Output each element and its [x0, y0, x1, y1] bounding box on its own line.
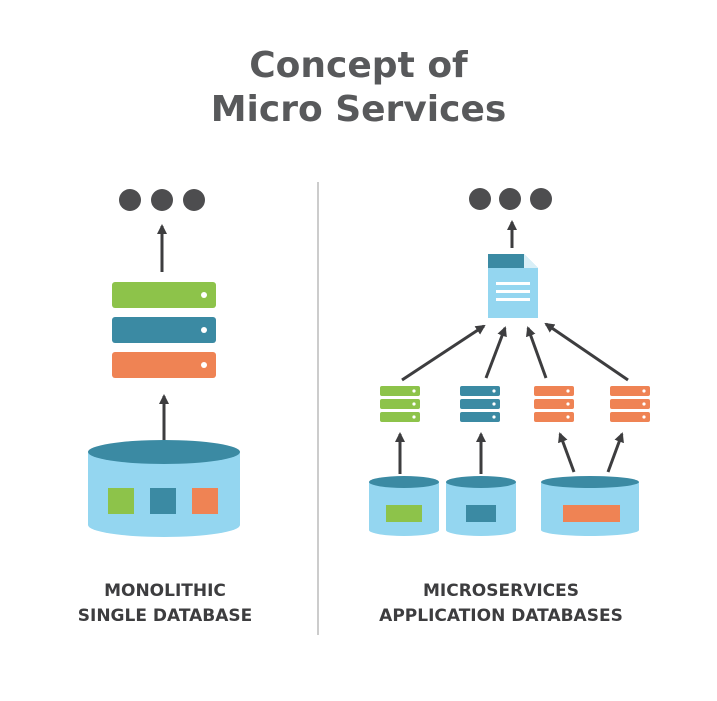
monolithic-caption-line-1: MONOLITHIC	[104, 581, 226, 601]
service-1-green-server-icon	[380, 386, 420, 422]
monolithic-client-dots-icon	[119, 189, 205, 211]
service-1-to-document-arrow-icon	[401, 324, 486, 382]
db-3-to-service-3-arrow-icon	[558, 432, 576, 473]
page-title-line-2: Micro Services	[210, 89, 507, 130]
database-3-icon	[541, 476, 639, 536]
api-document-icon	[488, 254, 538, 318]
monolithic-database-icon	[88, 440, 240, 537]
microservices-caption-line-1: MICROSERVICES	[422, 581, 580, 601]
monolithic-caption-line-2: SINGLE DATABASE	[77, 606, 253, 626]
database-2-icon	[446, 476, 516, 536]
database-1-icon	[369, 476, 439, 536]
microservices-caption-line-2: APPLICATION DATABASES	[379, 606, 623, 626]
service-2-to-document-arrow-icon	[484, 326, 507, 379]
microservices-client-dots-icon	[469, 188, 552, 210]
microservices-caption: MICROSERVICES APPLICATION DATABASES	[351, 579, 651, 629]
db-3-to-service-4-arrow-icon	[606, 432, 624, 473]
monolithic-server-stack-icon	[112, 282, 216, 378]
service-3-orange-server-icon	[534, 386, 574, 422]
service-3-to-document-arrow-icon	[526, 326, 548, 379]
service-2-teal-server-icon	[460, 386, 500, 422]
monolithic-caption: MONOLITHIC SINGLE DATABASE	[15, 579, 315, 629]
service-4-to-document-arrow-icon	[544, 322, 629, 382]
page-title-line-1: Concept of	[249, 45, 468, 86]
service-4-orange-server-icon	[610, 386, 650, 422]
